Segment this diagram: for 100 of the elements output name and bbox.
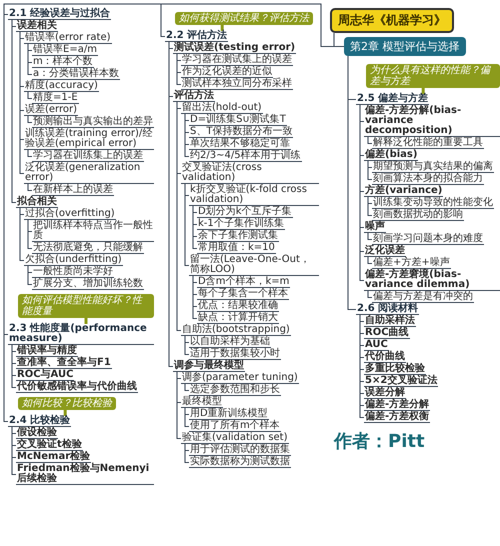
callout-bubble: 如何评估模型性能好坏？性能度量: [18, 294, 154, 318]
topic-label: D=训练集S∪测试集T: [189, 115, 287, 126]
root-topic-box: 周志华《机器学习》: [330, 8, 454, 33]
topic-label: 刻画算法本身的拟合能力: [372, 174, 484, 185]
topic-label: D划分为k个互斥子集: [197, 207, 292, 218]
topic-label: 留出法(hold-out): [181, 103, 263, 114]
topic-label: AUC: [364, 340, 389, 351]
topic-label: 余下子集作测试集: [197, 231, 279, 242]
topic-label: Friedman检验与Nemenyi后续检验: [16, 464, 154, 485]
branch-line: [28, 116, 32, 123]
topic-label: 噪声: [364, 222, 386, 233]
topic-label: 偏差-方差权衡: [364, 412, 430, 423]
topic-label: 验证集(validation set): [181, 433, 288, 444]
section-topic: 2.5 偏差与方差: [356, 94, 430, 105]
callout-tail: [84, 318, 88, 324]
topic-label: 方差(variance): [364, 186, 444, 197]
branch-line: [192, 276, 198, 319]
topic-label: ROC与AUC: [16, 370, 74, 381]
topic-label: 自助采样法: [364, 316, 416, 327]
topic-label: 一般性质尚未学好: [32, 267, 114, 278]
topic-label: 泛化误差: [364, 246, 406, 257]
branch-line: [360, 104, 364, 281]
topic-label: 偏差-方差分解(bias-variance decomposition): [364, 106, 500, 137]
topic-label: 过拟合(overfitting): [24, 209, 116, 220]
topic-label: D含m个样本，k=m: [197, 277, 290, 288]
section-topic: 2.1 经验误差与过拟合: [8, 9, 112, 20]
topic-label: 代价曲线: [364, 352, 406, 363]
topic-label: 假设检验: [16, 428, 58, 439]
branch-line: [348, 56, 356, 310]
topic-label: 作为泛化误差的近似: [181, 67, 273, 78]
topic-label: 训练集变动导致的性能变化: [372, 198, 494, 209]
branch-line: [368, 160, 372, 180]
branch-line: [176, 54, 182, 85]
topic-label: 把训练样本特点当作一般性质: [32, 221, 154, 242]
topic-label: a：分类错误样本数: [32, 69, 120, 80]
callout-bubble: 为什么具有这样的性能？偏差与方差: [366, 64, 500, 88]
topic-label: 错误率(error rate): [24, 33, 112, 44]
topic-label: 误差相关: [16, 21, 58, 32]
topic-label: 以自助采样为基础: [189, 337, 271, 348]
section-topic: 2.6 阅读材料: [356, 304, 420, 315]
branch-line: [12, 344, 16, 388]
topic-label: 留一法(Leave-One-Out，简称LOO): [189, 255, 319, 276]
branch-line: [184, 184, 190, 266]
branch-line: [28, 184, 32, 191]
section-topic: 2.4 比较检验: [8, 416, 72, 427]
topic-label: 自助法(bootstrapping): [181, 325, 291, 336]
topic-label: McNemar检验: [16, 452, 92, 463]
topic-label: 实际数据称为测试数据: [189, 457, 291, 468]
branch-line: [368, 196, 372, 216]
topic-label: 代价敏感错误率与代价曲线: [16, 382, 138, 393]
topic-label: 5×2交叉验证法: [364, 376, 438, 387]
branch-line: [28, 150, 32, 157]
topic-label: 测试误差(testing error): [173, 43, 296, 54]
branch-line: [20, 32, 24, 174]
topic-label: 适用于数据集较小时: [189, 349, 281, 360]
branch-line: [184, 444, 190, 463]
topic-label: 无法彻底避免，只能缓解: [32, 243, 144, 254]
branch-line: [192, 206, 198, 249]
topic-label: 交叉验证法(cross validation): [181, 163, 319, 184]
topic-label: ROC曲线: [364, 328, 410, 339]
topic-label: 在新样本上的误差: [32, 185, 114, 196]
topic-label: S、T保持数据分布一致: [189, 127, 294, 138]
topic-label: 偏差与方差是有冲突的: [372, 292, 474, 303]
branch-line: [28, 44, 32, 75]
section-topic: 2.3 性能度量(performance measure): [8, 324, 154, 345]
branch-line: [176, 372, 182, 439]
topic-label: 评估方法: [173, 91, 215, 102]
callout-bubble: 如何获得测试结果？评估方法: [175, 12, 313, 25]
branch-line: [28, 92, 32, 99]
topic-label: 学习器在测试集上的误差: [181, 55, 293, 66]
topic-label: 单次结果不够稳定可靠: [189, 139, 291, 150]
topic-label: 错误率与精度: [16, 346, 78, 357]
branch-line: [28, 220, 32, 249]
topic-label: 误差(error): [24, 105, 78, 116]
topic-label: 拟合相关: [16, 197, 58, 208]
topic-label: 多重比较检验: [364, 364, 426, 375]
topic-label: m：样本个数: [32, 57, 94, 68]
topic-label: 偏差+方差+噪声: [372, 258, 451, 269]
topic-label: 刻画学习问题本身的难度: [372, 234, 484, 245]
branch-line: [368, 136, 372, 144]
author-credit: 作者：Pitt: [334, 430, 425, 453]
topic-label: 优点：结果较准确: [197, 301, 279, 312]
topic-label: k折交叉验证(k-fold cross validation): [189, 185, 319, 206]
topic-label: 用D重新训练模型: [189, 409, 269, 420]
branch-line: [28, 266, 32, 285]
topic-label: 预测输出与真实输出的差异: [32, 117, 154, 128]
topic-label: 交叉验证t检验: [16, 440, 83, 451]
topic-label: 误差分解: [364, 388, 406, 399]
topic-label: 测试样本独立同分布采样: [181, 79, 293, 90]
topic-label: 欠拟合(underfitting): [24, 255, 123, 266]
branch-line: [184, 384, 190, 391]
topic-label: 泛化误差(generalization error): [24, 163, 154, 184]
branch-line: [184, 114, 190, 157]
topic-label: 学习器在训练集上的误差: [32, 151, 144, 162]
topic-label: 每个子集含一个样本: [197, 289, 289, 300]
topic-label: 偏差-方差窘境(bias-variance dilemma): [364, 270, 500, 291]
topic-label: 偏差-方差分解: [364, 400, 430, 411]
branch-line: [176, 102, 182, 331]
topic-label: 调参(parameter tuning): [181, 373, 299, 384]
topic-label: 刻画数据扰动的影响: [372, 210, 464, 221]
